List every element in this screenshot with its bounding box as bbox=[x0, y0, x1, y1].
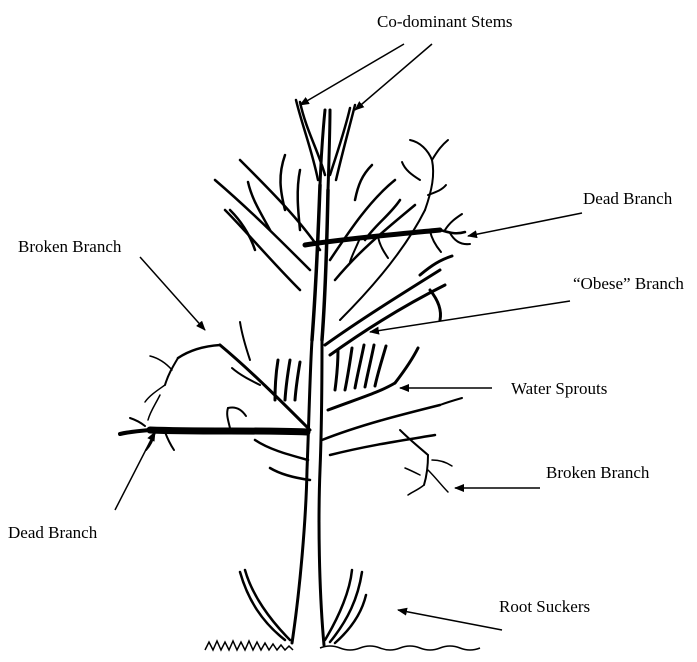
label-broken-branch-left: Broken Branch bbox=[18, 238, 121, 255]
label-dead-branch-right: Dead Branch bbox=[583, 190, 672, 207]
arrow-codominant-left bbox=[300, 44, 404, 105]
label-dead-branch-left: Dead Branch bbox=[8, 524, 97, 541]
label-obese-branch: “Obese” Branch bbox=[573, 275, 684, 292]
arrow-dead-branch-left bbox=[115, 432, 155, 510]
dead-branch-right bbox=[305, 214, 470, 262]
label-broken-branch-right: Broken Branch bbox=[546, 464, 649, 481]
label-root-suckers: Root Suckers bbox=[499, 598, 590, 615]
arrow-obese-branch bbox=[370, 301, 570, 332]
root-suckers bbox=[240, 570, 366, 643]
label-codominant-stems: Co-dominant Stems bbox=[377, 13, 513, 30]
arrow-broken-branch-left bbox=[140, 257, 205, 330]
arrow-dead-branch-right bbox=[468, 213, 582, 236]
arrow-root-suckers bbox=[398, 610, 502, 630]
lower-branches bbox=[255, 440, 310, 480]
ground bbox=[205, 641, 480, 650]
arrow-codominant-right bbox=[355, 44, 432, 110]
broken-branch-right bbox=[322, 398, 462, 495]
label-water-sprouts: Water Sprouts bbox=[511, 380, 607, 397]
water-sprouts bbox=[275, 345, 418, 410]
dead-branch-left bbox=[120, 407, 307, 450]
